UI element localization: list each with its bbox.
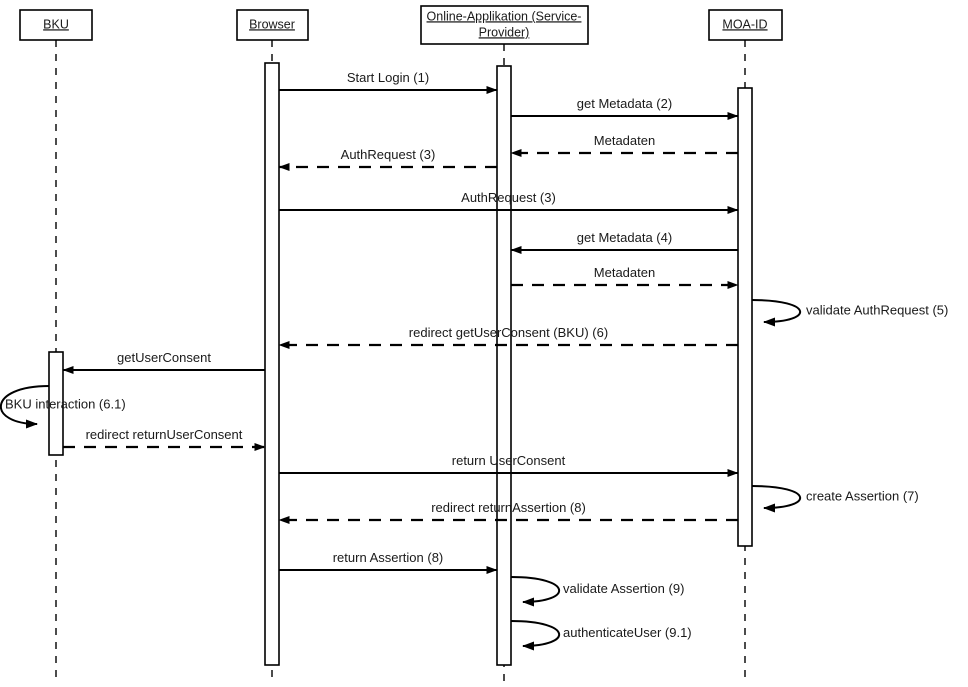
self-message-label: BKU interaction (6.1) [5, 396, 126, 411]
self-message-label: validate AuthRequest (5) [806, 302, 948, 317]
message-label: Metadaten [594, 133, 655, 148]
message-4-authrequest-3: AuthRequest (3) [278, 147, 497, 171]
message-label: Metadaten [594, 265, 655, 280]
participants-layer: BKU Browser Online-Applikation (Service- Pr… [19, 5, 783, 45]
message-11-return-userconsent: return UserConsent [279, 453, 739, 477]
participant-label-line2: Provider) [479, 25, 530, 39]
message-label: redirect getUserConsent (BKU) (6) [409, 325, 608, 340]
message-13-return-assertion-8: return Assertion (8) [279, 550, 498, 574]
self-message-validate-assertion-9: validate Assertion (9) [510, 576, 684, 607]
message-9-getuserconsent: getUserConsent [62, 350, 265, 374]
message-8-redirect-getuserconsent-bku-6: redirect getUserConsent (BKU) (6) [278, 325, 738, 349]
message-6-get-metadata-4: get Metadata (4) [510, 230, 738, 254]
message-label: AuthRequest (3) [461, 190, 556, 205]
participant-box-moaid[interactable]: MOA-ID [708, 9, 783, 41]
message-7-metadaten: Metadaten [511, 265, 739, 289]
message-label: redirect returnUserConsent [86, 427, 243, 442]
participant-label: Browser [249, 17, 295, 31]
message-label: get Metadata (2) [577, 96, 672, 111]
self-message-create-assertion-7: create Assertion (7) [751, 485, 919, 513]
participant-box-oa[interactable]: Online-Applikation (Service- Provider) [420, 5, 589, 45]
self-message-label: authenticateUser (9.1) [563, 625, 692, 640]
message-label: redirect returnAssertion (8) [431, 500, 586, 515]
message-2-get-metadata-2: get Metadata (2) [511, 96, 739, 120]
participant-label: MOA-ID [722, 17, 767, 31]
message-label: AuthRequest (3) [341, 147, 436, 162]
message-label: getUserConsent [117, 350, 211, 365]
message-label: return UserConsent [452, 453, 566, 468]
participant-label: BKU [43, 17, 69, 31]
self-message-label: create Assertion (7) [806, 488, 919, 503]
message-label: return Assertion (8) [333, 550, 444, 565]
message-5-authrequest-3: AuthRequest (3) [279, 190, 739, 214]
self-message-validate-authrequest-5: validate AuthRequest (5) [751, 299, 948, 327]
activation-bar-bku [48, 351, 64, 456]
activation-bar-browser [264, 62, 280, 666]
participant-box-browser[interactable]: Browser [236, 9, 309, 41]
message-10-redirect-returnuserconsent: redirect returnUserConsent [63, 427, 266, 451]
activation-bar-oa [496, 65, 512, 666]
self-message-bku-interaction-6-1: BKU interaction (6.1) [0, 385, 126, 429]
participant-box-bku[interactable]: BKU [19, 9, 93, 41]
activations-layer [48, 62, 753, 666]
message-12-redirect-returnassertion-8: redirect returnAssertion (8) [278, 500, 738, 524]
message-label: get Metadata (4) [577, 230, 672, 245]
self-message-label: validate Assertion (9) [563, 581, 684, 596]
message-1-start-login-1: Start Login (1) [279, 70, 498, 94]
participant-label: Online-Applikation (Service- [427, 9, 582, 23]
message-3-metadaten: Metadaten [510, 133, 738, 157]
self-message-authenticateuser-9-1: authenticateUser (9.1) [510, 620, 692, 651]
messages-layer: Start Login (1) get Metadata (2) Metadaten… [62, 70, 739, 574]
activation-bar-moaid [737, 87, 753, 547]
message-label: Start Login (1) [347, 70, 429, 85]
self-messages-layer: validate AuthRequest (5) BKU interaction … [0, 299, 948, 651]
